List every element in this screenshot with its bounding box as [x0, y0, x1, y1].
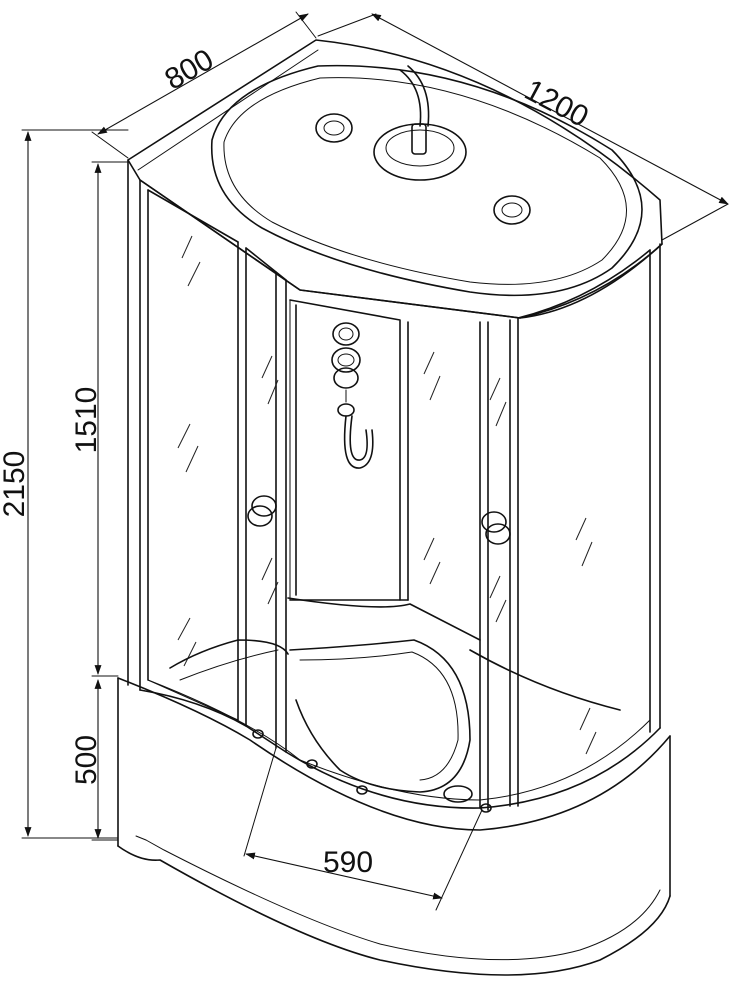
rain-shower-head-icon [373, 65, 467, 181]
door-handle-left-icon [247, 495, 277, 527]
dimension-depth: 800 [91, 11, 317, 159]
shower-tray [169, 597, 621, 813]
control-knobs-icon [331, 322, 361, 403]
drain-icon [443, 785, 473, 803]
dimension-cabin-height: 1510 [70, 161, 129, 677]
dimension-label-500: 500 [70, 735, 103, 785]
glass-reflections [177, 235, 597, 755]
back-wall-panel [289, 299, 409, 601]
dimension-door-width: 590 [243, 747, 483, 911]
dimension-label-1200: 1200 [519, 73, 593, 133]
dimension-label-590: 590 [323, 846, 373, 879]
dimension-label-800: 800 [159, 43, 219, 97]
door-handle-right-icon [481, 511, 511, 545]
hand-shower-icon [337, 403, 374, 469]
dimension-total-height: 2150 [0, 129, 129, 839]
roof-panel [127, 39, 663, 319]
dimension-length: 1200 [317, 13, 729, 241]
ceiling-lamp-left [315, 113, 353, 143]
left-side-panel [127, 159, 247, 727]
ceiling-lamp-right [493, 195, 531, 225]
dimension-tray-height: 500 [70, 679, 119, 841]
dimension-label-2150: 2150 [0, 451, 31, 518]
tray-apron [117, 677, 671, 976]
dimension-label-1510: 1510 [70, 387, 103, 454]
